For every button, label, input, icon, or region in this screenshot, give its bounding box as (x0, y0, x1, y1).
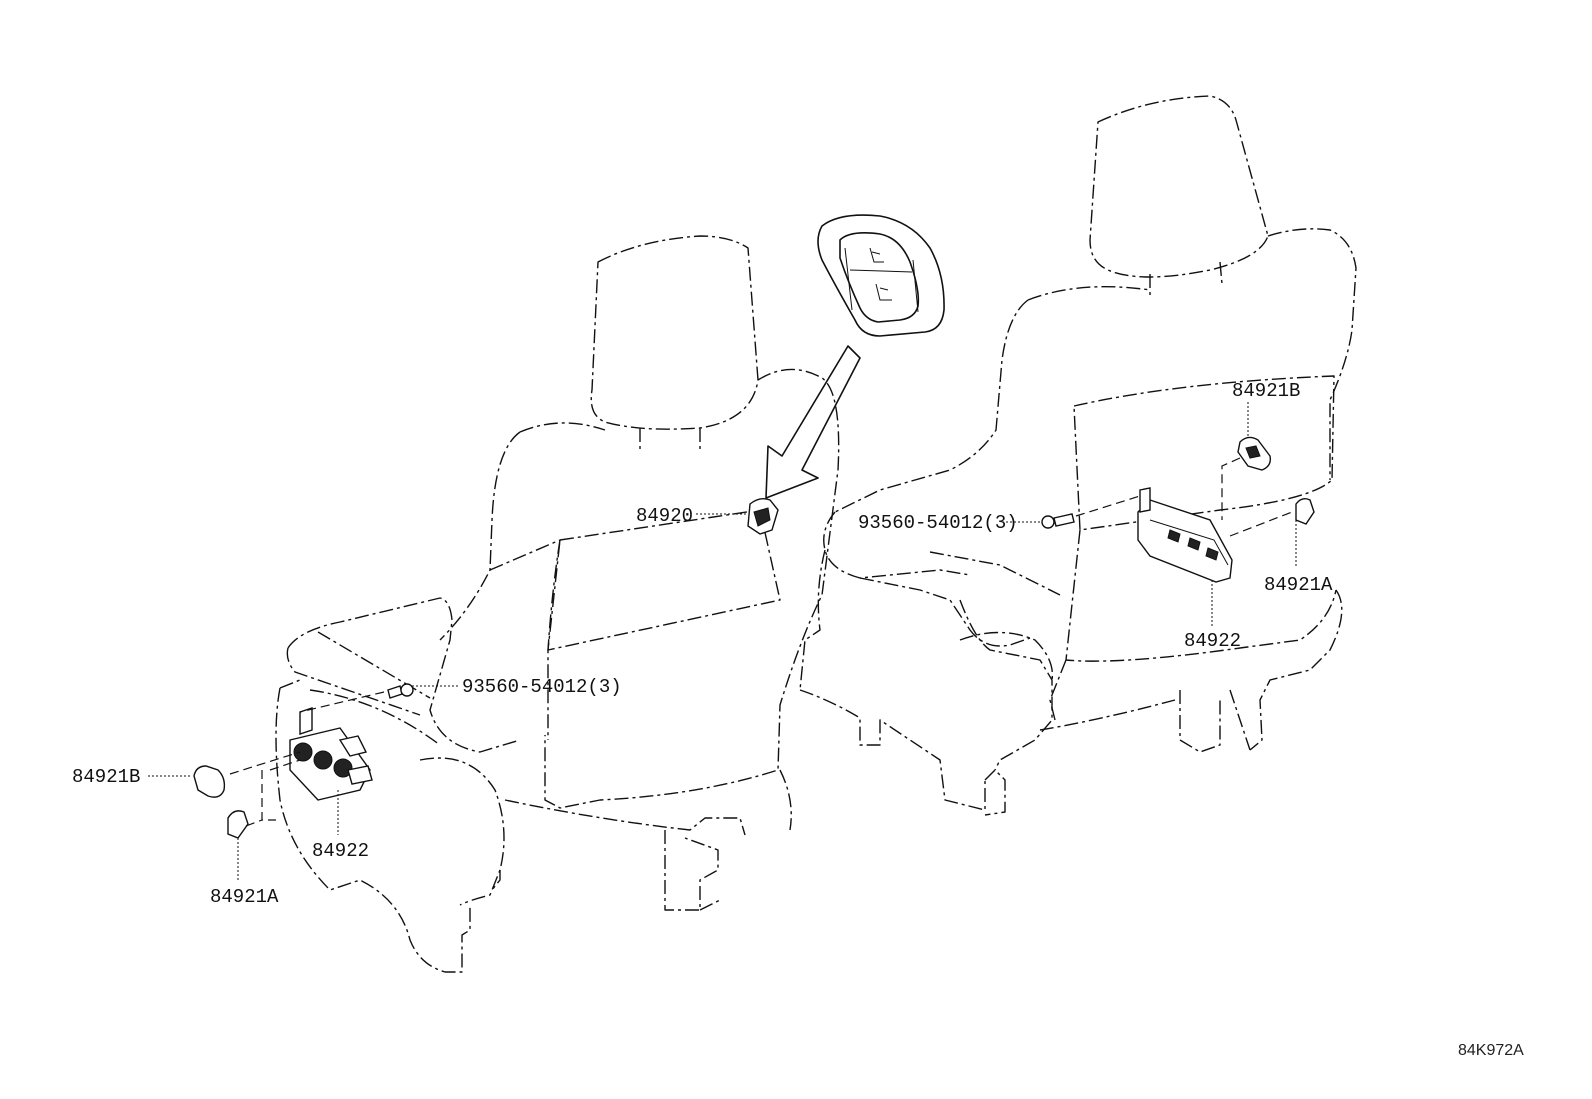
label-84922-left[interactable]: 84922 (312, 840, 369, 862)
bolt-left-part[interactable] (387, 683, 414, 699)
figure-code: 84K972A (1458, 1042, 1524, 1059)
bolt-right-part[interactable] (1041, 513, 1075, 529)
arrow-down-left-icon (765, 345, 861, 499)
switch-84922-right-part[interactable] (1137, 487, 1233, 583)
left-guide-lines (229, 691, 385, 827)
knob-84921b-right-part[interactable] (1237, 436, 1272, 471)
label-84921b-right[interactable]: 84921B (1232, 380, 1300, 402)
switch-84922-left-part[interactable] (289, 707, 373, 801)
label-93560-54012-left[interactable]: 93560-54012(3) (462, 676, 622, 698)
right-seat-outline (799, 95, 1357, 816)
label-84921b-left[interactable]: 84921B (72, 766, 140, 788)
switch-84920-part[interactable] (747, 497, 779, 535)
knob-84921a-right-part[interactable] (1295, 497, 1315, 525)
label-84920[interactable]: 84920 (636, 505, 693, 527)
knob-84921a-left-part[interactable] (227, 810, 249, 839)
label-84921a-left[interactable]: 84921A (210, 886, 279, 908)
right-guide-lines (1075, 457, 1293, 537)
label-84922-right[interactable]: 84922 (1184, 630, 1241, 652)
knob-84921b-left-part[interactable] (193, 765, 226, 798)
left-seat-outline (275, 235, 840, 973)
label-84921a-right[interactable]: 84921A (1264, 574, 1333, 596)
label-93560-54012-right[interactable]: 93560-54012(3) (858, 512, 1018, 534)
leader-lines (148, 402, 1297, 882)
switch-detail-inset (817, 214, 945, 337)
